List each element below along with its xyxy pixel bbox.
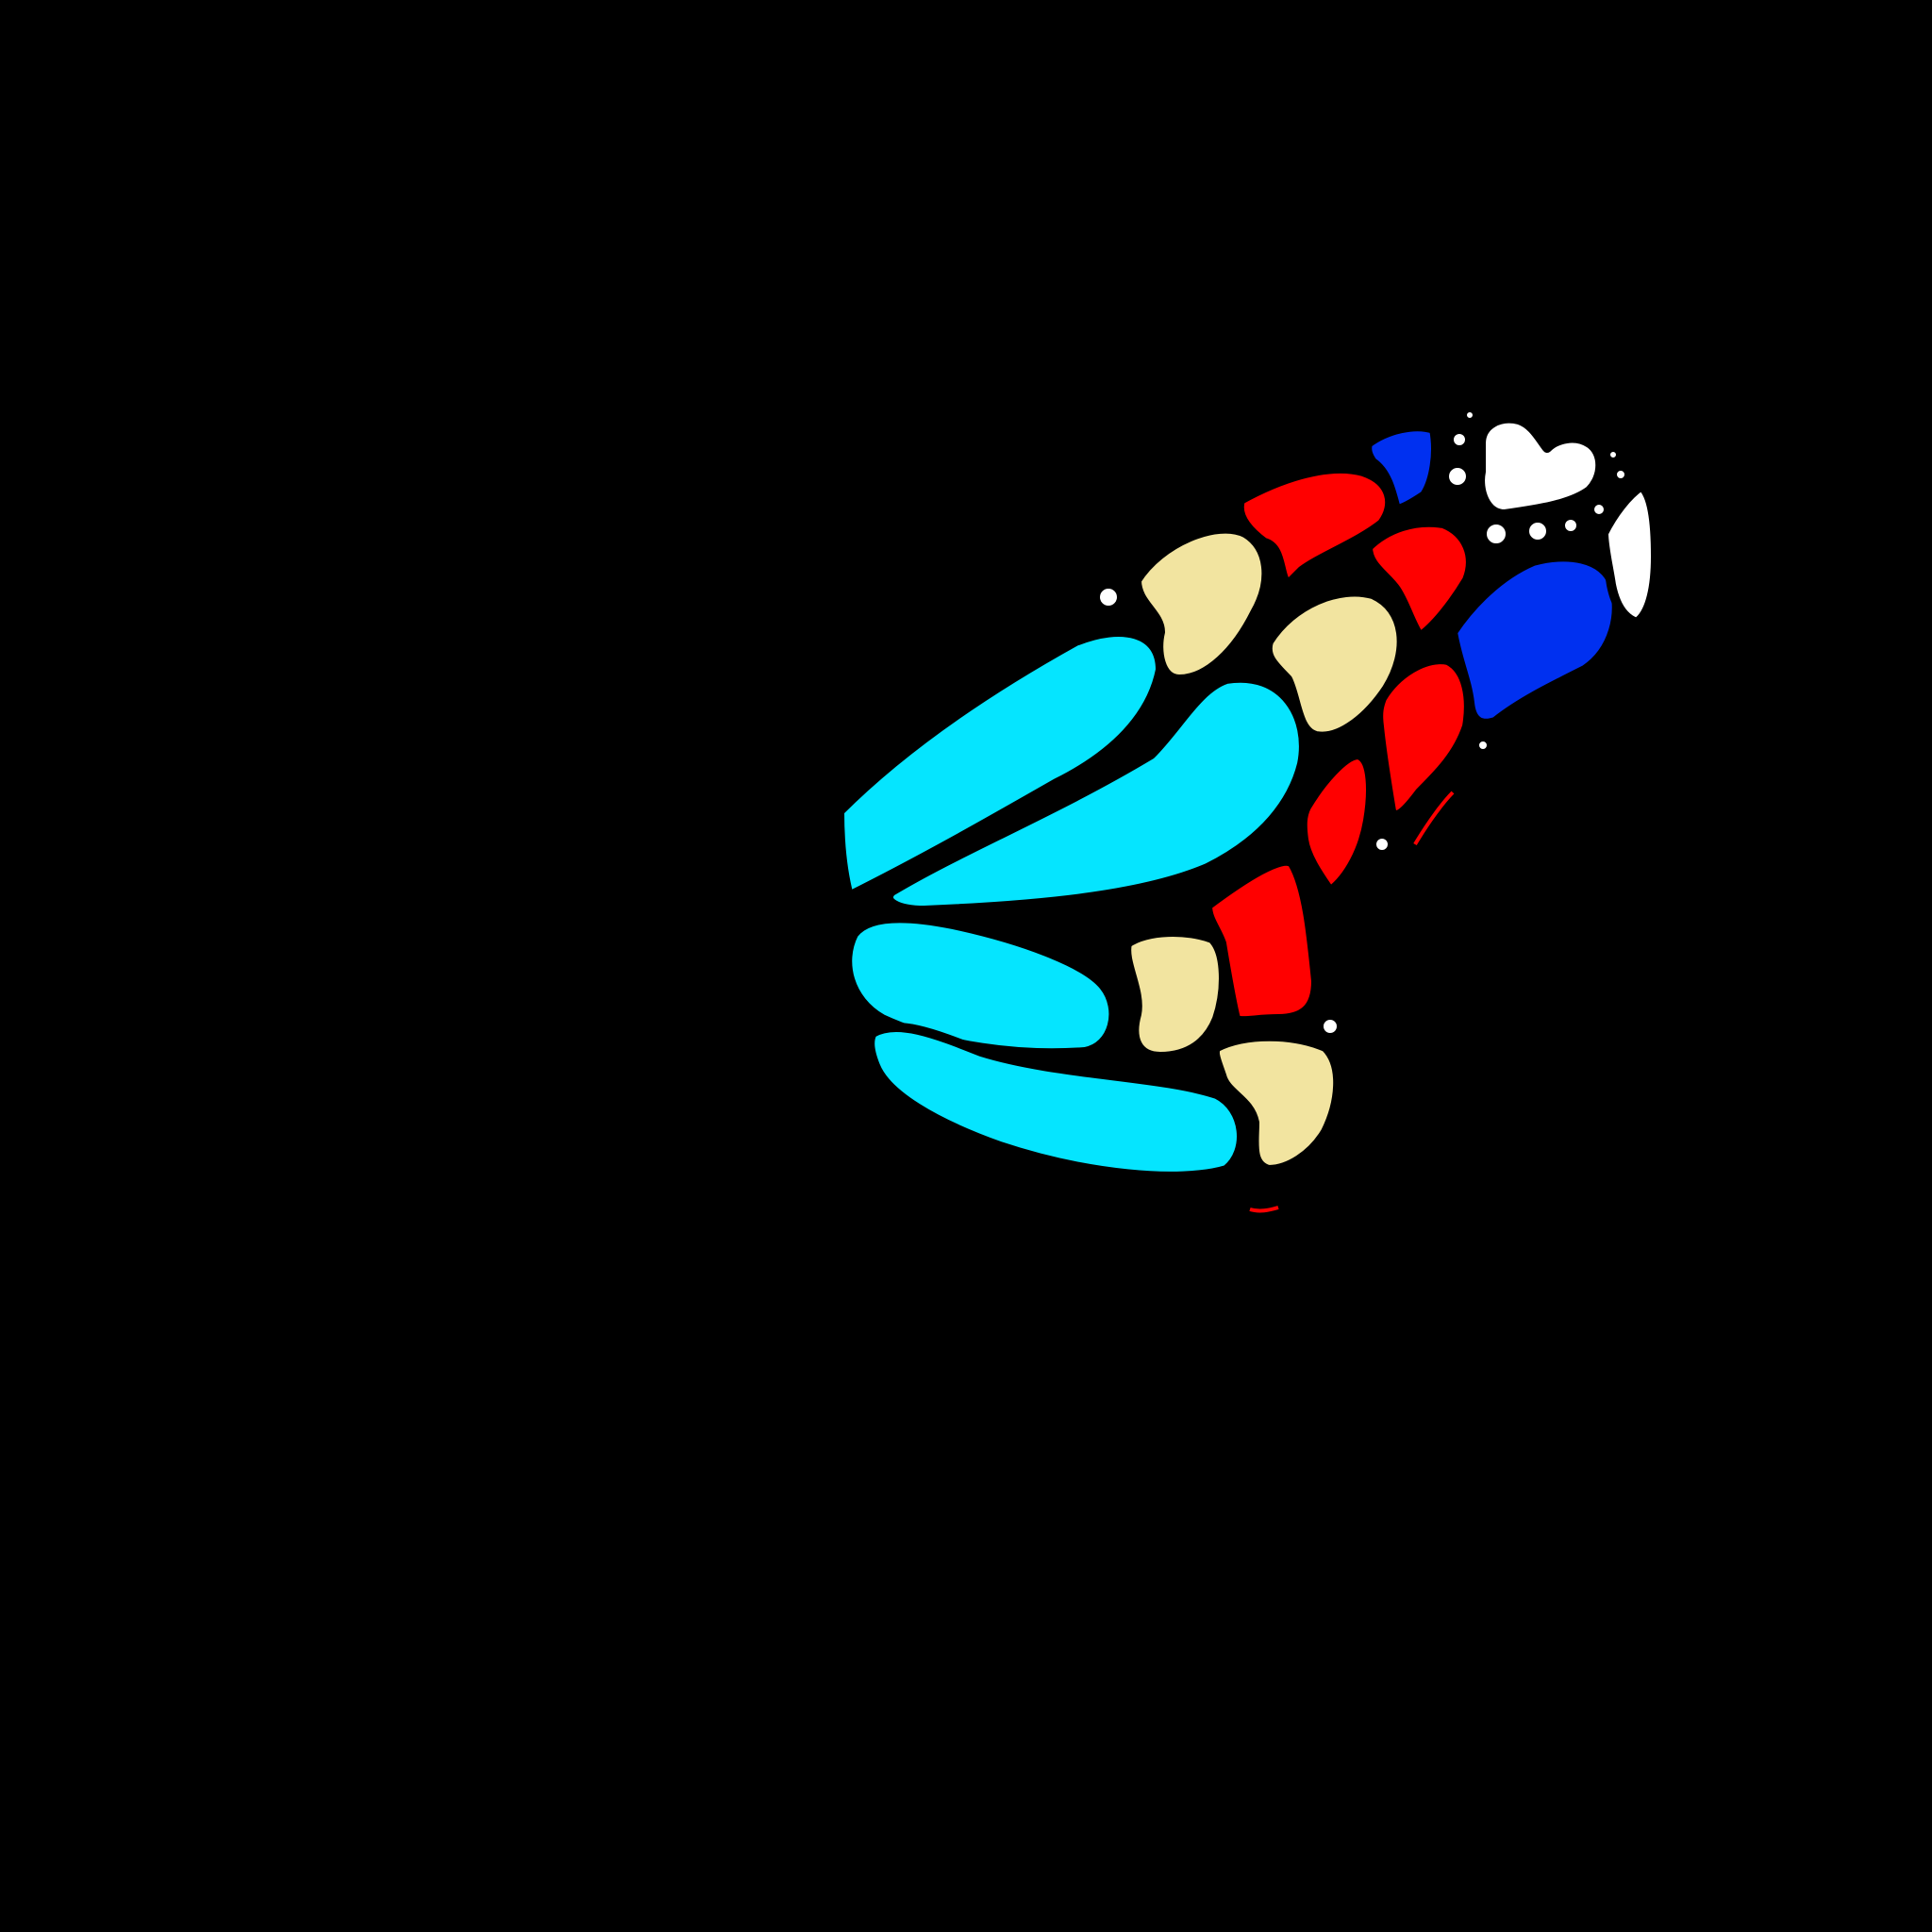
cyan-cell-1	[835, 627, 1165, 901]
cyan-cell-3	[842, 913, 1119, 1058]
white-dot	[1470, 732, 1496, 758]
blue-cell-small	[1362, 422, 1441, 514]
white-dot	[1367, 829, 1397, 859]
white-dot	[1585, 495, 1613, 524]
white-dot	[1314, 1010, 1346, 1042]
white-dot	[1477, 515, 1515, 553]
red-cell-1	[1234, 463, 1395, 590]
white-dot	[1444, 425, 1474, 455]
red-cell-5	[1203, 856, 1321, 1026]
red-cell-2	[1363, 517, 1475, 641]
white-dot	[1440, 458, 1475, 494]
cream-cell-4	[1209, 1031, 1343, 1174]
white-dot	[1607, 461, 1634, 488]
red-edge-accent	[1249, 1206, 1279, 1213]
white-dot	[1520, 513, 1556, 549]
red-cell-4	[1297, 750, 1375, 896]
cream-cell-3	[1122, 927, 1228, 1061]
white-dot	[1457, 403, 1482, 427]
white-dot	[1601, 442, 1625, 467]
red-edge-accent	[1413, 791, 1455, 846]
red-cell-3	[1374, 655, 1474, 820]
blue-cell-large	[1448, 552, 1622, 728]
cyan-cell-2	[884, 673, 1308, 915]
white-tip-shape	[1599, 481, 1660, 627]
white-dot	[1091, 579, 1126, 615]
white-dots	[1091, 403, 1634, 1042]
cream-cell-1	[1132, 524, 1272, 684]
cyan-cell-4	[865, 1022, 1246, 1181]
white-dot	[1556, 510, 1586, 541]
white-heart-shape	[1475, 413, 1606, 519]
